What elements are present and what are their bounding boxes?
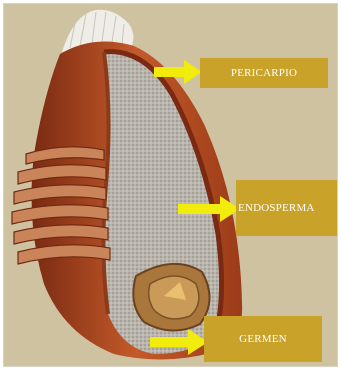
germ-label: GERMEN [204,316,322,362]
germ-arrow [150,329,208,355]
pericarp-arrow [154,60,202,84]
endosperm-arrow [178,196,240,222]
germ-region [133,264,209,331]
pericarp-label: PERICARPIO [200,58,328,88]
endosperm-label: ENDOSPERMA [236,180,337,236]
diagram-frame: PERICARPIO ENDOSPERMA GERMEN [4,4,337,366]
